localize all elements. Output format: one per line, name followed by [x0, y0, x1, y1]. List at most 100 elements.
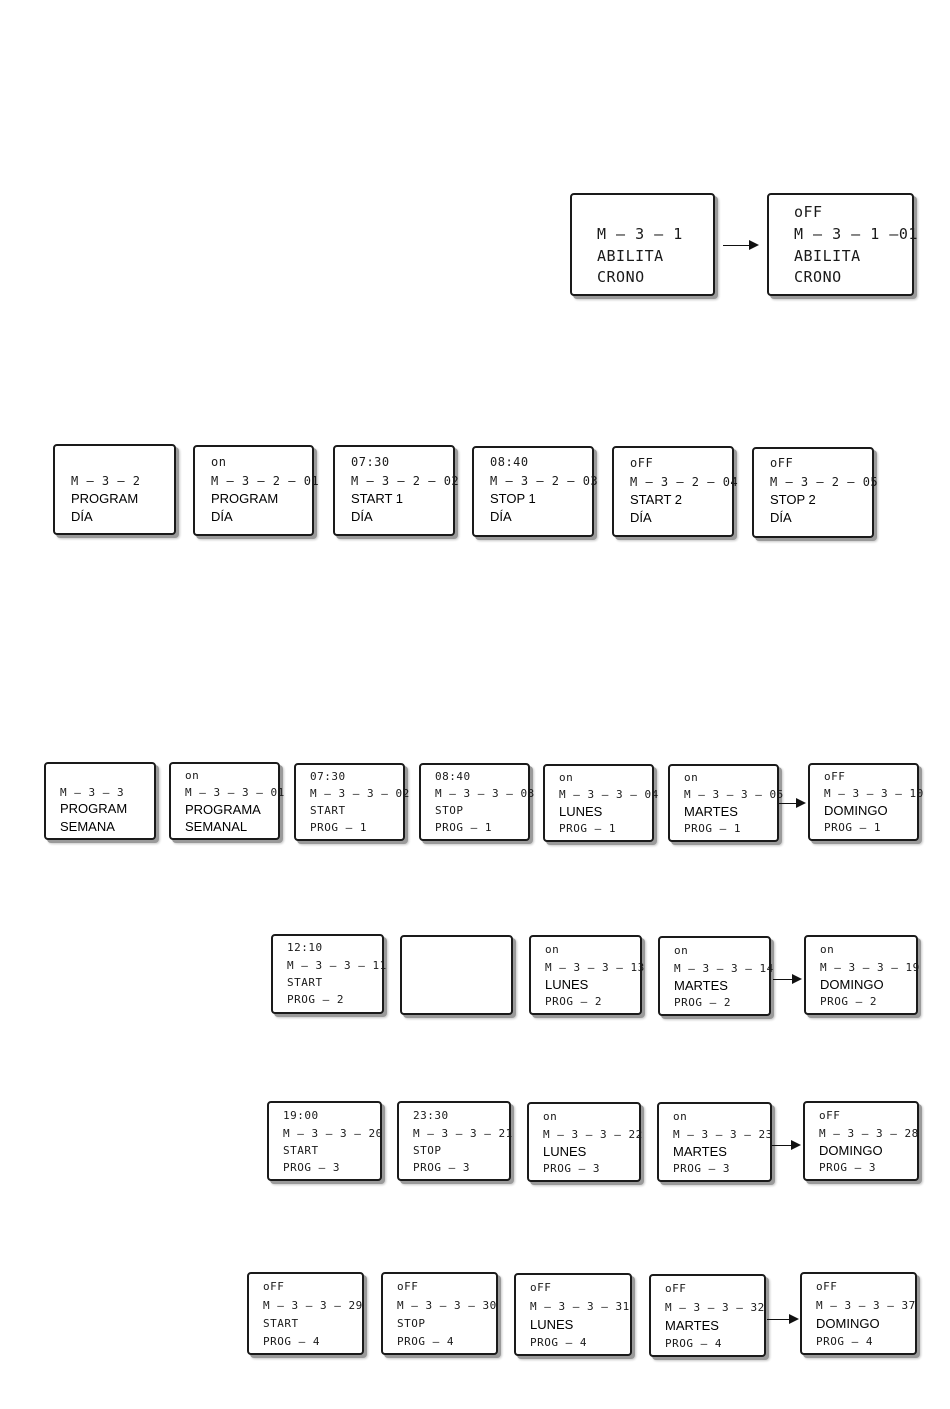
lcd-screen-m-3-3-10: oFF M – 3 – 3 – 10 DOMINGO PROG – 1 [808, 763, 923, 841]
screen-line-3: MARTES [674, 978, 728, 993]
screen-line-3: LUNES [559, 804, 603, 819]
lcd-screen-m-3-3-37: oFF M – 3 – 3 – 37 DOMINGO PROG – 4 [800, 1272, 917, 1355]
screen-line-3: START [310, 804, 346, 817]
screen-line-2: M – 3 – 3 – 32 [665, 1301, 765, 1314]
lcd-screen-m-3-3-31: oFF M – 3 – 3 – 31 LUNES PROG – 4 [514, 1273, 632, 1356]
lcd-screen-m-3-3-14: on M – 3 – 3 – 14 MARTES PROG – 2 [658, 936, 774, 1016]
screen-line-1: 08:40 [435, 770, 471, 783]
screen-line-3: MARTES [684, 804, 738, 819]
screen-line-2: M – 3 – 3 – 11 [287, 959, 387, 972]
screen-line-2: M – 3 – 3 – 29 [263, 1299, 363, 1312]
screen-line-2: M – 3 – 1 [597, 225, 683, 243]
screen-line-3: PROGRAM [211, 491, 279, 506]
screen-line-4: PROG – 3 [673, 1162, 730, 1175]
screen-line-3: ABILITA [597, 247, 664, 265]
screen-line-4: DÍA [630, 510, 652, 525]
screen-line-3: STOP [397, 1317, 426, 1330]
screen-line-3: START 2 [630, 492, 683, 507]
screen-line-2: M – 3 – 2 – 03 [490, 474, 599, 488]
screen-line-4: PROG – 3 [543, 1162, 600, 1175]
screen-line-2: M – 3 – 3 – 19 [820, 961, 920, 974]
screen-line-4: PROG – 4 [665, 1337, 722, 1350]
screen-line-2: M – 3 – 3 – 13 [545, 961, 645, 974]
lcd-screen-m-3-3-03: 08:40 M – 3 – 3 – 03 STOP PROG – 1 [419, 763, 534, 841]
screen-line-2: M – 3 – 2 – 02 [351, 474, 460, 488]
screen-line-4: PROG – 1 [559, 822, 616, 835]
screen-line-3: DOMINGO [820, 977, 884, 992]
lcd-screen-m-3-3-20: 19:00 M – 3 – 3 – 20 START PROG – 3 [267, 1101, 382, 1181]
screen-line-3: START 1 [351, 491, 404, 506]
lcd-screen-m-3-3-22: on M – 3 – 3 – 22 LUNES PROG – 3 [527, 1102, 643, 1182]
screen-line-1: on [545, 943, 560, 956]
lcd-screen-m-3-3-19: on M – 3 – 3 – 19 DOMINGO PROG – 2 [804, 935, 920, 1015]
screen-line-4: DÍA [71, 509, 93, 524]
screen-line-3: LUNES [545, 977, 589, 992]
screen-line-2: M – 3 – 3 – 04 [559, 788, 659, 801]
screen-line-2: M – 3 – 3 – 14 [674, 962, 774, 975]
lcd-screen-m-3-3-23: on M – 3 – 3 – 23 MARTES PROG – 3 [657, 1102, 772, 1182]
screen-line-3: PROGRAMA [185, 802, 261, 817]
lcd-screen-m-3-2-01: on M – 3 – 2 – 01 PROGRAM DÍA [193, 445, 319, 536]
lcd-screen-m-3-3-13: on M – 3 – 3 – 13 LUNES PROG – 2 [529, 935, 645, 1015]
screen-line-2: M – 3 – 3 – 05 [684, 788, 784, 801]
lcd-screen-m-3-2-03: 08:40 M – 3 – 2 – 03 STOP 1 DÍA [472, 446, 598, 537]
screen-line-2: M – 3 – 3 – 20 [283, 1127, 383, 1140]
screen-line-1: oFF [665, 1282, 687, 1295]
lcd-screen-m-3-2-02: 07:30 M – 3 – 2 – 02 START 1 DÍA [333, 445, 459, 536]
lcd-screen-m-3-3-29: oFF M – 3 – 3 – 29 START PROG – 4 [247, 1272, 364, 1355]
screen-line-2: M – 3 – 3 – 03 [435, 787, 535, 800]
screen-line-3: STOP 1 [490, 491, 536, 506]
screen-line-4: DÍA [490, 509, 512, 524]
screen-line-1: oFF [530, 1281, 552, 1294]
lcd-screen-m-3-2-04: oFF M – 3 – 2 – 04 START 2 DÍA [612, 446, 738, 537]
screen-line-1: 08:40 [490, 455, 529, 469]
screen-line-1: on [211, 455, 227, 469]
screen-line-2: M – 3 – 3 – 21 [413, 1127, 513, 1140]
screen-line-3: START [263, 1317, 299, 1330]
screen-line-1: 07:30 [310, 770, 346, 783]
screen-line-2: M – 3 – 3 – 30 [397, 1299, 497, 1312]
screen-line-2: M – 3 – 3 – 22 [543, 1128, 643, 1141]
screen-line-3: STOP [413, 1144, 442, 1157]
screen-line-4: PROG – 1 [435, 821, 492, 834]
screen-line-1: 12:10 [287, 941, 323, 954]
screen-line-4: PROG – 3 [413, 1161, 470, 1174]
screen-line-1: oFF [819, 1109, 841, 1122]
screen-line-2: M – 3 – 3 – 37 [816, 1299, 916, 1312]
screen-line-2: M – 3 – 1 –01 [794, 225, 918, 243]
screen-line-1: 07:30 [351, 455, 390, 469]
flow-arrow [767, 1314, 799, 1324]
flow-arrow [779, 798, 806, 808]
screen-line-2: M – 3 – 3 – 31 [530, 1300, 630, 1313]
screen-line-2: M – 3 – 3 – 01 [185, 786, 285, 799]
screen-line-3: START [287, 976, 323, 989]
screen-line-4: PROG – 2 [287, 993, 344, 1006]
screen-line-1: oFF [816, 1280, 838, 1293]
screen-line-3: MARTES [673, 1144, 727, 1159]
flow-arrow [723, 240, 759, 250]
lcd-screen-m-3-2: M – 3 – 2 PROGRAM DÍA [53, 444, 176, 535]
screen-line-4: CRONO [794, 268, 842, 286]
screen-line-4: PROG – 2 [674, 996, 731, 1009]
screen-line-1: on [673, 1110, 688, 1123]
screen-line-3: LUNES [543, 1144, 587, 1159]
screen-line-1: oFF [770, 456, 794, 470]
lcd-screen-m-3-3: M – 3 – 3 PROGRAM SEMANA [44, 762, 156, 840]
screen-line-1: 23:30 [413, 1109, 449, 1122]
screen-line-1: oFF [263, 1280, 285, 1293]
screen-line-4: PROG – 4 [816, 1335, 873, 1348]
screen-line-3: MARTES [665, 1318, 719, 1333]
screen-line-4: PROG – 1 [684, 822, 741, 835]
lcd-screen-m-3-3-05: on M – 3 – 3 – 05 MARTES PROG – 1 [668, 764, 783, 842]
screen-line-1: oFF [794, 203, 823, 221]
screen-line-4: PROG – 1 [310, 821, 367, 834]
lcd-screen-m-3-2-05: oFF M – 3 – 2 – 05 STOP 2 DÍA [752, 447, 878, 538]
screen-line-3: ABILITA [794, 247, 861, 265]
lcd-screen-m-3-3-04: on M – 3 – 3 – 04 LUNES PROG – 1 [543, 764, 658, 842]
screen-line-4: PROG – 3 [283, 1161, 340, 1174]
screen-line-2: M – 3 – 2 – 01 [211, 474, 320, 488]
screen-line-4: PROG – 3 [819, 1161, 876, 1174]
lcd-screen-blank [400, 935, 513, 1015]
screen-line-4: PROG – 2 [820, 995, 877, 1008]
lcd-screen-m-3-3-30: oFF M – 3 – 3 – 30 STOP PROG – 4 [381, 1272, 498, 1355]
